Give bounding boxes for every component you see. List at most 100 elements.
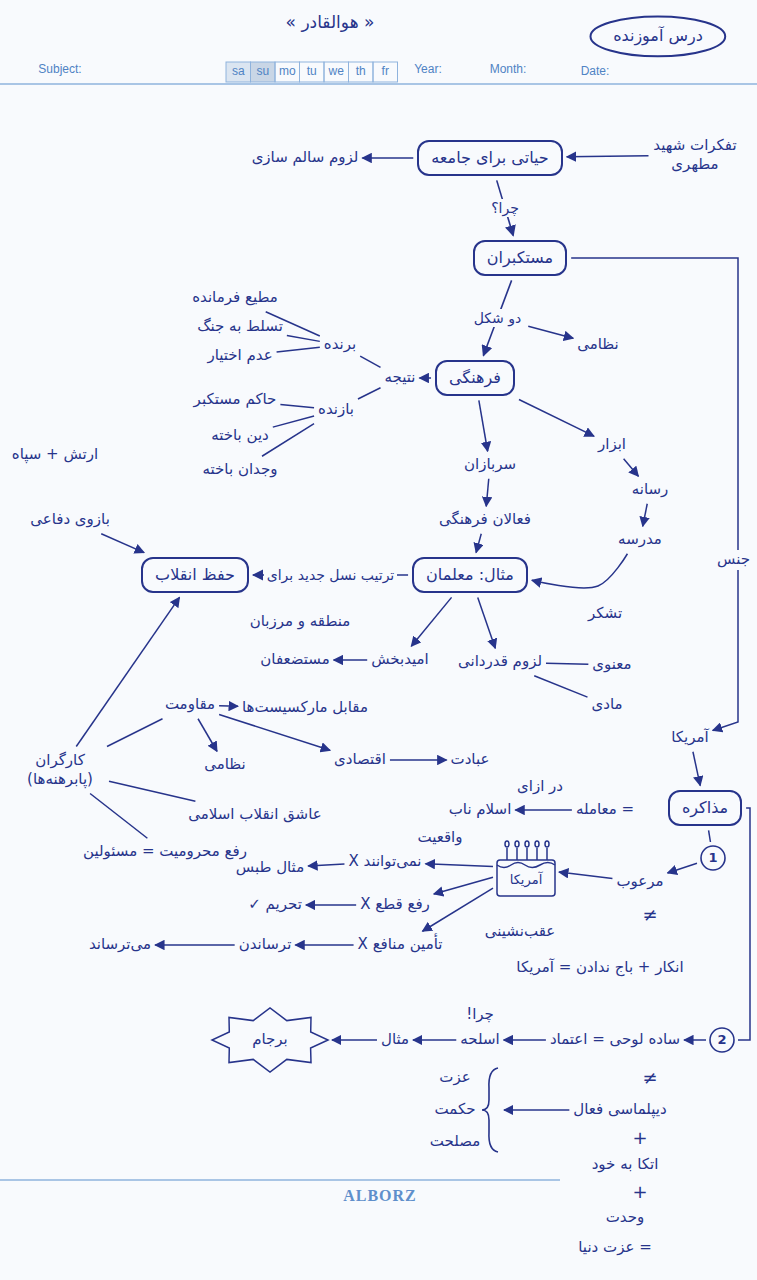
process-box: مستکبران [473, 240, 567, 277]
math-sign: ≠ [642, 903, 657, 926]
leader-arrow [643, 504, 648, 527]
leader-arrow [362, 157, 413, 159]
leader-arrow [534, 676, 587, 697]
map-term: = عزت دنیا [578, 1238, 651, 1258]
map-term: بازوی دفاعی [30, 510, 110, 530]
leader-arrow [295, 944, 353, 946]
map-term: تسلط به جنگ [197, 317, 283, 337]
leader-arrow [546, 663, 588, 664]
edge-label: چرا؟ [488, 199, 522, 217]
leader-arrow [155, 944, 235, 946]
cake-drawing [497, 841, 555, 896]
map-term: مدرسه [618, 530, 662, 550]
map-term: تحریم ✓ [248, 895, 302, 915]
leader-arrow [360, 356, 380, 367]
leader-arrow [109, 781, 195, 801]
map-term: بازنده [318, 400, 354, 420]
leader-arrow [504, 1039, 546, 1041]
oval-node: درس آموزنده [589, 15, 727, 58]
weekday-cell: su [256, 64, 269, 80]
leader-arrow [390, 759, 447, 761]
map-term: آمریکا [671, 728, 709, 748]
map-term: عدم اختیار [207, 346, 272, 366]
weekday-cell: we [329, 64, 344, 80]
map-term: تفکرات شهید مطهری [653, 136, 738, 175]
process-box: حیاتی برای جامعه [417, 140, 562, 177]
leader-arrow [332, 1039, 377, 1041]
leader-arrow [476, 534, 481, 553]
map-term: ارتش + سپاه [12, 445, 98, 465]
leader-arrow [334, 659, 368, 661]
leader-arrow [528, 326, 573, 338]
node-text: فرهنگی [449, 368, 501, 389]
map-term: اسلحه [460, 1030, 499, 1050]
map-term: مثال طبس [236, 858, 304, 878]
node-text: مستکبران [487, 248, 553, 269]
map-term: مادی [591, 695, 622, 715]
map-term: واقعیت [417, 828, 462, 848]
node-text: حفظ انقلاب [155, 565, 235, 586]
footer-rule [0, 1179, 560, 1181]
map-term: ساده لوحی = اعتماد [550, 1030, 680, 1050]
map-term: لزوم سالم سازی [252, 148, 359, 168]
map-term: عقب‌نشینی [485, 922, 555, 942]
math-sign: + [632, 1180, 647, 1203]
map-term: چرا! [466, 1005, 494, 1025]
map-term: برنده [324, 335, 356, 355]
map-term: ترساندن [239, 935, 292, 955]
map-term: معنوی [592, 655, 631, 675]
scribble-burst [212, 1008, 328, 1072]
leader-arrow [567, 156, 649, 157]
map-term: رفع قطع X [360, 895, 430, 915]
map-term: عبادت [451, 750, 490, 770]
process-box: مثال: معلمان [412, 557, 528, 594]
map-term: نمی‌توانند X [348, 852, 421, 872]
leader-arrow [101, 534, 144, 553]
leader-arrow [668, 863, 697, 873]
leader-arrow [478, 597, 496, 648]
map-term: وجدان باخته [203, 460, 278, 480]
callout-circle [710, 1028, 734, 1052]
map-term: کارگران (پابرهنه‌ها) [15, 751, 105, 790]
leader-arrow [419, 377, 431, 379]
edge-label: دو شکل [471, 309, 525, 327]
oval-shape [591, 16, 726, 56]
map-term: = معامله [576, 800, 634, 820]
leader-arrow [519, 399, 594, 436]
map-term: منطقه و مرزبان [250, 612, 351, 632]
leader-arrow [571, 258, 738, 730]
map-term: امیدبخش [371, 650, 429, 670]
map-term: اتکا به خود [592, 1155, 659, 1175]
leader-arrow [684, 1039, 706, 1041]
map-term: لزوم قدردانی [458, 652, 542, 672]
leader-arrow [219, 705, 238, 707]
weekday-cell: tu [307, 64, 317, 80]
map-term: برجام [252, 1030, 288, 1050]
map-term: نتیجه [385, 368, 416, 388]
map-term: در ازای [517, 777, 563, 797]
header-field: Subject: [38, 62, 81, 78]
map-term: دین باخته [211, 426, 269, 446]
map-term: اسلام ناب [449, 800, 512, 820]
header-field: Date: [581, 64, 610, 80]
process-box: فرهنگی [435, 360, 515, 397]
page-title: « هوالقادر » [286, 11, 375, 33]
leader-arrow [709, 830, 711, 842]
map-term: مقابل مارکسیست‌ها [242, 698, 368, 718]
leader-arrow [413, 1039, 456, 1041]
leader-arrow [107, 719, 162, 747]
map-term: فعالان فرهنگی [439, 510, 531, 530]
leader-arrow [738, 808, 750, 1040]
leader-arrow [308, 864, 344, 866]
header-field: Month: [490, 62, 527, 78]
leader-arrow [280, 404, 314, 407]
cake-caption: آمریکا [510, 872, 543, 889]
map-term: مصلحت [430, 1132, 480, 1152]
leader-arrow [358, 388, 381, 399]
leader-arrow [219, 714, 330, 750]
leader-arrow [504, 1109, 569, 1111]
header-rule [0, 83, 757, 85]
map-term: مثال [381, 1030, 409, 1050]
map-term: حکمت [435, 1100, 476, 1120]
